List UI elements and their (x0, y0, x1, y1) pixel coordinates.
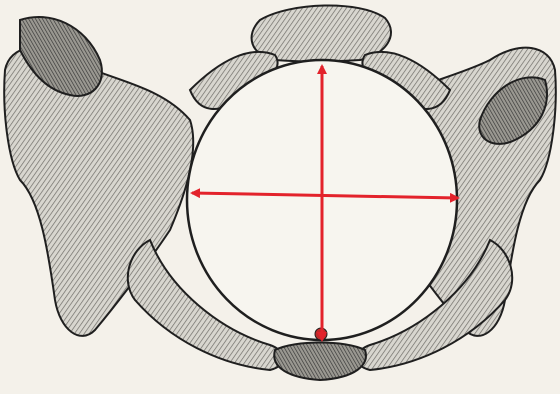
pelvis-illustration (0, 0, 560, 394)
pelvis-drawing (0, 0, 560, 394)
